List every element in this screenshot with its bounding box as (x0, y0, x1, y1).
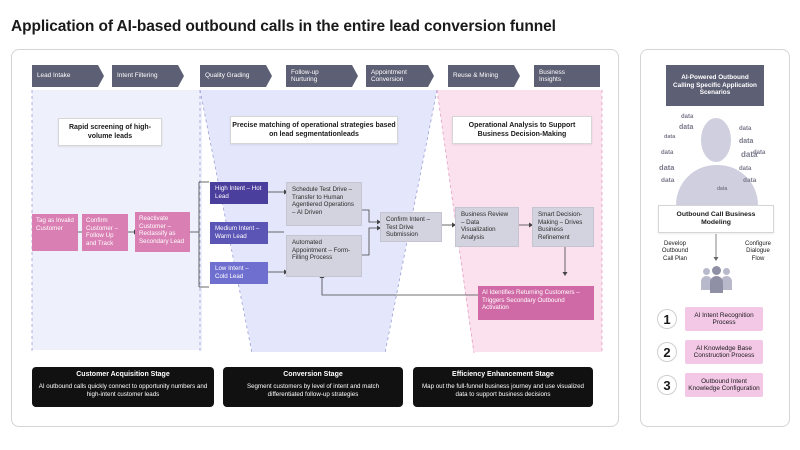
stage-label: Reuse & Mining (453, 72, 499, 80)
confirm-customer-box: Confirm Customer – Follow Up and Track (82, 214, 128, 251)
tag-invalid-box: Tag as Invalid Customer (32, 214, 78, 251)
scenario-number: 1 (657, 309, 677, 329)
stage-label: Appointment Conversion (371, 68, 407, 83)
data-word: data (681, 114, 694, 120)
stage-card-title: Customer Acquisition Stage (76, 371, 170, 378)
data-word: data (679, 124, 694, 131)
stage-appointment: Appointment Conversion (366, 65, 434, 87)
medium-intent-box: Medium Intent – Warm Lead (210, 222, 268, 244)
data-word: data (661, 150, 674, 156)
stage-follow-up: Follow-up Nurturing (286, 65, 358, 87)
stage-card-title: Conversion Stage (283, 371, 343, 378)
data-word: data (743, 177, 757, 184)
stage-label: Business Insights (539, 68, 565, 84)
headline-precise-matching: Precise matching of operational strategi… (230, 116, 398, 144)
smart-decision-box: Smart Decision-Making – Drives Business … (532, 207, 594, 247)
data-word: data (741, 150, 758, 159)
data-word: data (664, 134, 676, 140)
scenario-box: Outbound Intent Knowledge Configuration (685, 373, 763, 397)
stage-quality-grading: Quality Grading (200, 65, 272, 87)
side-header: AI-Powered Outbound Calling Specific App… (666, 65, 764, 106)
stage-lead-intake: Lead Intake (32, 65, 104, 87)
stage-label: Quality Grading (205, 72, 250, 80)
scenario-box: AI Intent Recognition Process (685, 307, 763, 331)
stage-card-title: Efficiency Enhancement Stage (452, 371, 554, 378)
data-word: data (753, 150, 766, 156)
modeling-label: Outbound Call Business Modeling (676, 210, 756, 227)
data-word: data (717, 186, 728, 192)
data-word: data (739, 166, 752, 172)
people-group-icon (701, 264, 733, 294)
scenario-number: 3 (657, 375, 677, 395)
high-intent-box: High Intent – Hot Lead (210, 182, 268, 204)
modeling-connectors (713, 234, 719, 261)
stage-card-desc: Segment customers by level of intent and… (246, 383, 380, 398)
headline-operational-analysis: Operational Analysis to Support Business… (452, 116, 592, 144)
person-head-icon (701, 118, 731, 162)
stage-label: Lead Intake (37, 72, 71, 80)
scenarios-panel: AI-Powered Outbound Calling Specific App… (640, 49, 790, 427)
data-word: data (659, 163, 675, 172)
stage-card-desc: AI outbound calls quickly connect to opp… (38, 383, 208, 398)
headline-rapid-screening: Rapid screening of high-volume leads (58, 118, 162, 146)
scenario-number: 2 (657, 342, 677, 362)
business-review-box: Business Review – Data Visualization Ana… (455, 207, 519, 247)
ai-identifies-box: AI Identifies Returning Customers – Trig… (478, 286, 594, 320)
data-word: data (739, 138, 754, 145)
stage-intent-filtering: Intent Filtering (112, 65, 184, 87)
funnel-panel: Lead Intake Intent Filtering Quality Gra… (11, 49, 619, 427)
develop-plan-label: Develop Outbound Call Plan (661, 241, 689, 262)
low-intent-box: Low Intent – Cold Lead (210, 262, 268, 284)
stage-card-acquisition: Customer Acquisition Stage AI outbound c… (32, 367, 214, 407)
stage-business-insights: Business Insights (534, 65, 600, 87)
data-word: data (739, 126, 752, 132)
data-word: data (661, 177, 675, 184)
automated-appointment-box: Automated Appointment – Form-Filling Pro… (286, 235, 362, 277)
schedule-test-drive-box: Schedule Test Drive – Transfer to Human … (286, 182, 362, 226)
stage-label: Follow-up Nurturing (291, 68, 319, 83)
stage-card-conversion: Conversion Stage Segment customers by le… (223, 367, 403, 407)
stage-label: Intent Filtering (117, 72, 158, 80)
configure-flow-label: Configure Dialogue Flow (744, 241, 771, 262)
stage-card-desc: Map out the full-funnel business journey… (421, 383, 584, 398)
scenario-box: AI Knowledge Base Construction Process (685, 340, 763, 364)
stage-card-efficiency: Efficiency Enhancement Stage Map out the… (413, 367, 593, 407)
side-header-label: AI-Powered Outbound Calling Specific App… (673, 74, 757, 97)
reactivate-customer-box: Reactivate Customer – Reclassify as Seco… (135, 212, 190, 252)
confirm-intent-box: Confirm Intent – Test Drive Submission (380, 212, 442, 242)
stage-reuse-mining: Reuse & Mining (448, 65, 520, 87)
modeling-box: Outbound Call Business Modeling (658, 205, 774, 233)
page-title: Application of AI-based outbound calls i… (11, 18, 556, 35)
